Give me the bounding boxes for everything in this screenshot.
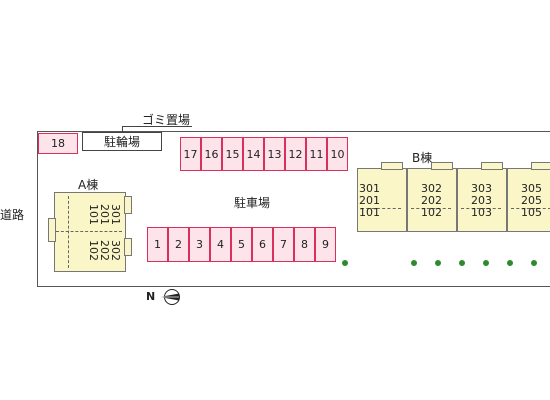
building-b-unit-203: 203 xyxy=(471,194,492,207)
bike-parking: 駐輪場 xyxy=(82,132,162,151)
building-b-unit-302: 302 xyxy=(421,182,442,195)
building-b-unit-103: 103 xyxy=(471,206,492,219)
parking-spot-1: 1 xyxy=(147,227,168,262)
bike-parking-label: 駐輪場 xyxy=(103,135,140,149)
parking-label: 駐車場 xyxy=(234,196,271,210)
building-b-balcony xyxy=(381,162,403,170)
north-compass: N xyxy=(146,288,184,306)
compass-north-letter: N xyxy=(146,290,156,303)
building-b-unit-101: 101 xyxy=(359,206,380,219)
compass-icon xyxy=(160,289,180,305)
parking-spot-13: 13 xyxy=(264,137,285,171)
building-b-unit-205: 205 xyxy=(521,194,542,207)
tree-icon xyxy=(411,260,417,266)
building-b-label: B棟 xyxy=(412,151,433,165)
parking-spot-15: 15 xyxy=(222,137,243,171)
parking-spot-5: 5 xyxy=(231,227,252,262)
building-b-unit-201: 201 xyxy=(359,194,380,207)
building-b-balcony xyxy=(481,162,503,170)
building-b-unit-102: 102 xyxy=(421,206,442,219)
parking-spot-9: 9 xyxy=(315,227,336,262)
parking-spot-6: 6 xyxy=(252,227,273,262)
road-label: 道路 xyxy=(0,208,25,222)
tree-icon xyxy=(435,260,441,266)
building-b-balcony xyxy=(431,162,453,170)
garbage-label: ゴミ置場 xyxy=(142,113,191,127)
tree-icon xyxy=(459,260,465,266)
building-a-balcony-1 xyxy=(124,196,132,214)
building-a-divider xyxy=(56,231,122,232)
building-b-divider xyxy=(461,208,501,209)
garbage-leader-tick xyxy=(122,126,123,134)
building-a-inner-line xyxy=(68,196,69,268)
building-b-divider xyxy=(411,208,451,209)
parking-spot-16: 16 xyxy=(201,137,222,171)
parking-spot-8: 8 xyxy=(294,227,315,262)
parking-spot-12: 12 xyxy=(285,137,306,171)
building-b-divider xyxy=(361,208,401,209)
parking-spot-18: 18 xyxy=(38,133,78,154)
building-b-unit-301: 301 xyxy=(359,182,380,195)
building-a-unit-101: 101 xyxy=(87,204,100,225)
parking-spot-14: 14 xyxy=(243,137,264,171)
tree-icon xyxy=(483,260,489,266)
building-a-balcony-2 xyxy=(124,238,132,256)
garbage-leader-line xyxy=(122,126,192,127)
tree-icon xyxy=(531,260,537,266)
building-b-unit-305: 305 xyxy=(521,182,542,195)
parking-spot-4: 4 xyxy=(210,227,231,262)
building-a-entrance xyxy=(48,218,56,242)
building-a-unit-102: 102 xyxy=(87,240,100,261)
building-b-block xyxy=(457,168,507,232)
building-b-balcony xyxy=(531,162,550,170)
tree-icon xyxy=(342,260,348,266)
building-b-unit-202: 202 xyxy=(421,194,442,207)
parking-spot-10: 10 xyxy=(327,137,348,171)
building-b-unit-105: 105 xyxy=(521,206,542,219)
building-b-divider xyxy=(511,208,550,209)
building-b-block xyxy=(507,168,550,232)
parking-spot-17: 17 xyxy=(180,137,201,171)
parking-spot-3: 3 xyxy=(189,227,210,262)
building-b-unit-303: 303 xyxy=(471,182,492,195)
parking-spot-7: 7 xyxy=(273,227,294,262)
parking-spot-2: 2 xyxy=(168,227,189,262)
parking-spot-11: 11 xyxy=(306,137,327,171)
building-a-label: A棟 xyxy=(78,178,99,192)
tree-icon xyxy=(507,260,513,266)
